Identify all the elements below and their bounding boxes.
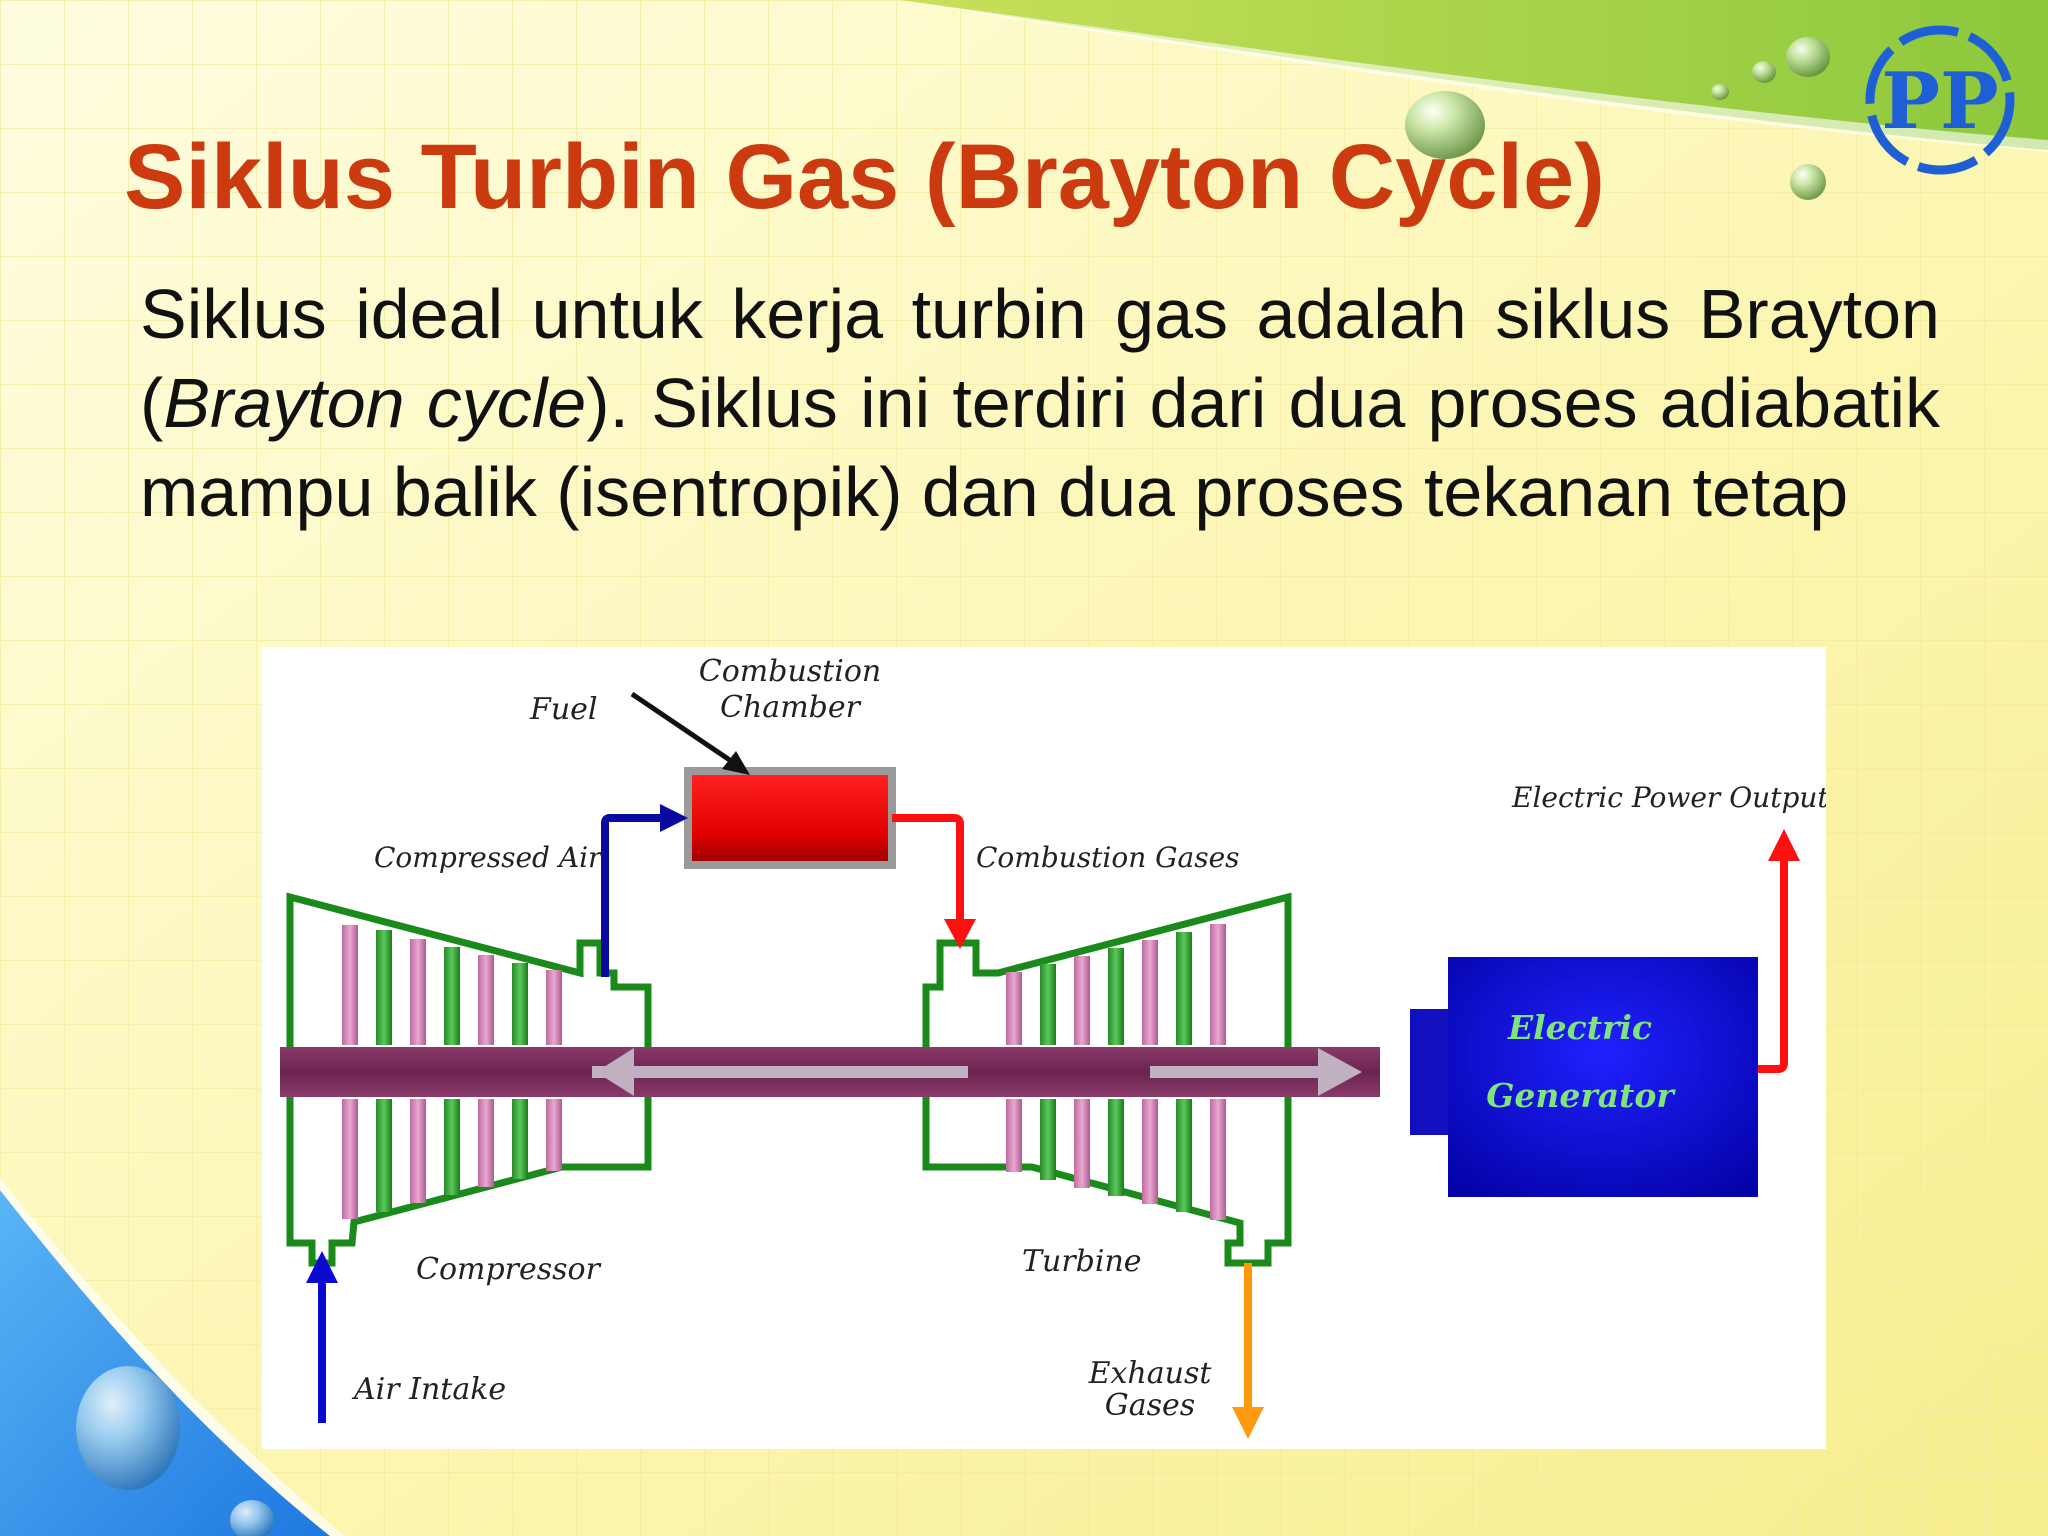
combustion-gases-arrow: [892, 814, 964, 923]
slide-title: Siklus Turbin Gas (Brayton Cycle): [124, 126, 1605, 228]
exhaust-gases-label-line1: Exhaust: [1088, 1356, 1213, 1391]
combustion-gases-label: Combustion Gases: [976, 841, 1240, 874]
body-text-part-1: Siklus ideal untuk kerja turbin gas adal…: [140, 275, 1940, 442]
fuel-arrow: [630, 691, 742, 770]
turbine-label: Turbine: [1022, 1244, 1142, 1279]
generator-label-line1: Electric: [1507, 1008, 1652, 1047]
compressed-air-arrow: [601, 814, 662, 977]
combustion-chamber-core: [692, 775, 888, 861]
body-text-part-2: ). Siklus ini terdiri dari dua proses ad…: [140, 364, 1940, 531]
turbine-casing: [922, 892, 1292, 1267]
electric-power-output-arrow: [1758, 857, 1788, 1073]
generator-label-line2: Generator: [1486, 1076, 1676, 1115]
air-intake-label: Air Intake: [351, 1372, 506, 1407]
generator-hub: [1410, 1009, 1450, 1135]
compressor-label: Compressor: [416, 1252, 602, 1287]
electric-generator: [1448, 957, 1758, 1197]
turbine-blades: [1006, 924, 1226, 1220]
combustion-chamber-label-line2: Chamber: [720, 690, 862, 725]
body-paragraph: Siklus ideal untuk kerja turbin gas adal…: [140, 270, 1940, 537]
fuel-label: Fuel: [529, 692, 598, 727]
pp-logo-text: PP: [1881, 56, 1998, 147]
combustion-chamber-label-line1: Combustion: [699, 654, 881, 689]
compressor-casing: [286, 892, 652, 1267]
electric-power-output-label: Electric Power Output: [1511, 781, 1826, 814]
compressed-air-label: Compressed Air: [374, 841, 603, 874]
compressor-blades: [342, 925, 562, 1219]
exhaust-gases-label-line2: Gases: [1105, 1388, 1195, 1423]
brayton-cycle-diagram: Electric Generator Fuel Combustion Chamb…: [262, 647, 1826, 1449]
body-text-emphasis: Brayton cycle: [163, 364, 587, 442]
shaft-arrows: [592, 1048, 1362, 1096]
pp-logo-icon: PP: [1865, 25, 2015, 175]
